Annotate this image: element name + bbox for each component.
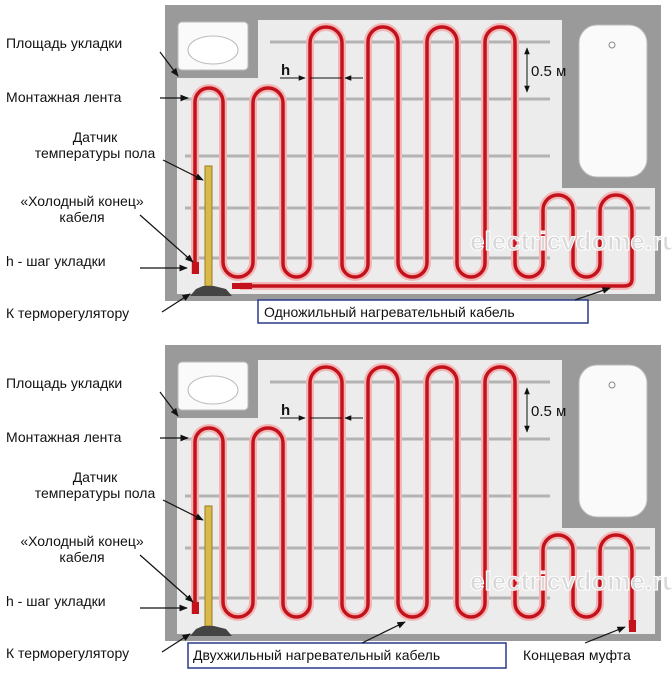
pointer-arrow [162, 499, 204, 521]
label-thermostat: К терморегулятору [6, 645, 129, 661]
pointer-arrow [361, 621, 406, 644]
pointer-arrow [139, 214, 194, 263]
cable-label-box [187, 642, 507, 669]
pointer-arrow [162, 159, 204, 181]
pointer-arrow [139, 554, 194, 603]
watermark: electricvdome.ru [470, 566, 672, 596]
label-mounting-tape: Монтажная лента [6, 429, 122, 445]
heating-cable [193, 25, 634, 288]
pointer-arrow [584, 626, 626, 644]
bathtub-drain [608, 41, 616, 49]
label-sensor: температуры пола [35, 145, 156, 161]
label-cold-end: кабеля [59, 209, 104, 225]
label-sensor: Датчик [73, 469, 118, 485]
label-mounting-tape: Монтажная лента [6, 89, 122, 105]
bathtub-drain [608, 381, 616, 389]
label-laying-area: Площадь укладки [6, 375, 122, 391]
cold-end-connector [232, 283, 252, 289]
label-sensor: Датчик [73, 129, 118, 145]
thermostat-base [190, 286, 232, 296]
temperature-sensor-tube [204, 165, 213, 287]
heating-cable [193, 365, 634, 628]
pitch-symbol: h [281, 402, 290, 419]
label-sensor: температуры пола [35, 485, 156, 501]
cold-end-connector [192, 262, 199, 274]
bathtub [578, 24, 648, 178]
thermostat-base [190, 626, 232, 636]
pointer-arrow [574, 287, 611, 301]
tape-spacing-label: 0.5 м [531, 403, 566, 420]
label-cold-end: «Холодный конец» [20, 533, 144, 549]
sink-bowl [187, 35, 239, 65]
label-thermostat: К терморегулятору [6, 305, 129, 321]
label-laying-area: Площадь укладки [6, 35, 122, 51]
watermark: electricvdome.ru [470, 226, 672, 256]
end-sleeve [629, 620, 636, 632]
panel-single-core: electricvdome.ru h 0.5 м Площадь укладкиМон… [6, 5, 672, 324]
pitch-symbol: h [281, 62, 290, 79]
pointer-arrow [159, 391, 179, 417]
label-cold-end: «Холодный конец» [20, 193, 144, 209]
label-cold-end: кабеля [59, 549, 104, 565]
temperature-sensor-tube [204, 505, 213, 627]
label-pitch: h - шаг укладки [6, 253, 106, 269]
sink-bowl [187, 375, 239, 405]
label-cable-type: Одножильный нагревательный кабель [264, 304, 515, 320]
pointer-arrow [159, 51, 179, 77]
label-end-sleeve: Концевая муфта [523, 647, 631, 663]
label-cable-type: Двухжильный нагревательный кабель [193, 647, 440, 663]
cable-label-box [257, 299, 589, 324]
pointer-arrow [161, 293, 191, 313]
bathtub [578, 364, 648, 518]
cold-end-connector [192, 602, 199, 614]
tape-spacing-label: 0.5 м [531, 63, 566, 80]
pointer-arrow [161, 633, 191, 653]
label-pitch: h - шаг укладки [6, 593, 106, 609]
panel-twin-core: electricvdome.ru h 0.5 м Площадь укладкиМон… [6, 345, 672, 669]
